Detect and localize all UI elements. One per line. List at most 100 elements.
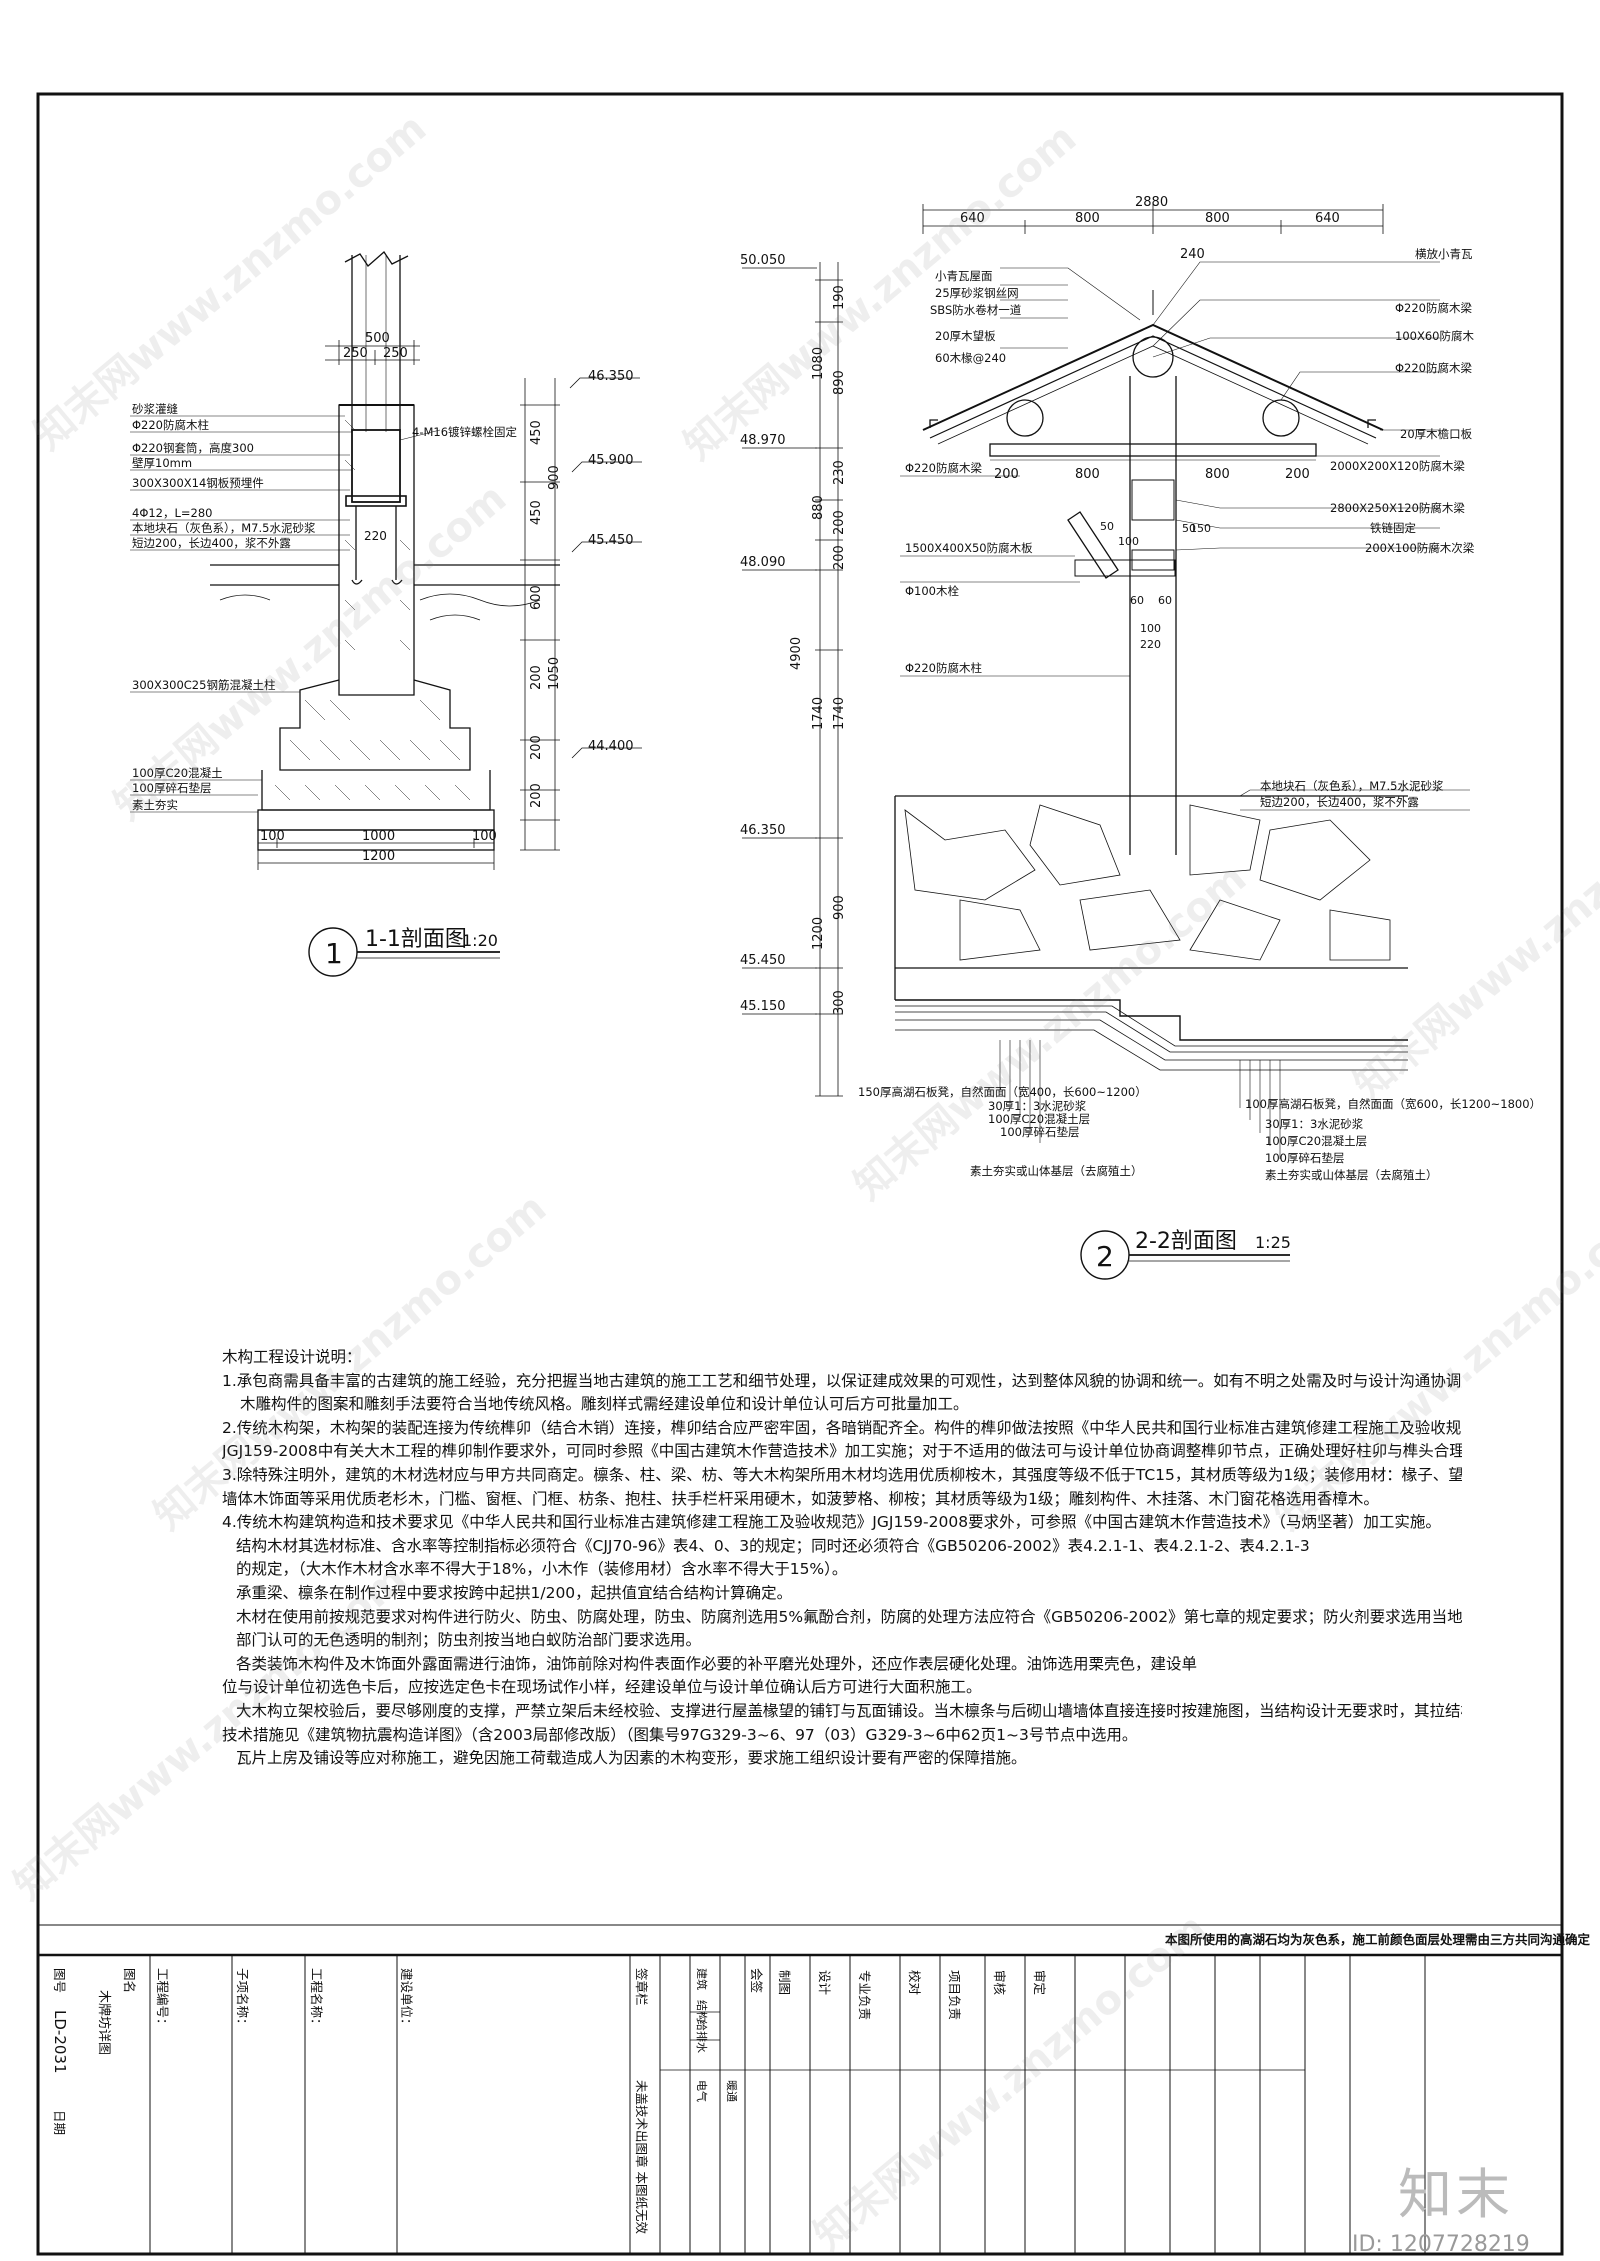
- s22-small-dim-0: 50: [1100, 520, 1114, 533]
- s22-ground-label-0: 本地块石（灰色系），M7.5水泥砂浆: [1260, 779, 1444, 793]
- s22-vdim-9: 1740: [832, 697, 847, 730]
- s22-bl-label-4: 素土夯实或山体基层（去腐殖土）: [970, 1164, 1143, 1178]
- s11-dim-bottom-3: 1200: [362, 849, 395, 864]
- notes-line-1: 木雕构件的图案和雕刻手法要符合当地传统风格。雕刻样式需经建设单位和设计单位认可后…: [240, 1395, 969, 1414]
- notes-line-8: 的规定，（大木作木材含水率不得大于18%，小木作（装修用材）含水率不得大于15%…: [236, 1560, 848, 1579]
- sheet-border: [36, 92, 1564, 2256]
- s22-left-label-8: Φ220防腐木柱: [905, 661, 983, 675]
- s11-bolt-label: 4-M16镀锌螺栓固定: [412, 425, 518, 439]
- s11-dim-bottom-0: 100: [260, 829, 285, 844]
- s11-label-5: 4Φ12，L=280: [132, 506, 213, 520]
- s22-bl-label-2: 100厚C20混凝土层: [988, 1112, 1090, 1126]
- s22-bl-label-0: 150厚高湖石板凳，自然面面（宽400，长600~1200）: [858, 1085, 1147, 1099]
- s11-title-number: 1: [325, 937, 343, 970]
- s11-dim-bottom-1: 1000: [362, 829, 395, 844]
- sign-row-3: 电气: [695, 2080, 709, 2102]
- s22-right-label-4: 20厚木檐口板: [1400, 427, 1473, 441]
- client-label: 建设单位：: [399, 1968, 414, 2031]
- s22-small-dim-4: 60: [1130, 594, 1144, 607]
- s22-vdim-5: 200: [832, 510, 847, 535]
- s11-vdim-1: 900: [547, 465, 562, 490]
- s22-elev-1: 48.970: [740, 433, 786, 448]
- notes-line-16: 瓦片上房及铺设等应对称施工，避免因施工荷载造成人为因素的木构变形，要求施工组织设…: [236, 1749, 1027, 1768]
- s11-vdim-5: 200: [529, 665, 544, 690]
- s11-label-6: 本地块石（灰色系），M7.5水泥砂浆: [132, 521, 316, 535]
- notes-line-3: JGJ159-2008中有关大木工程的榫卯制作要求外，可同时参照《中国古建筑木作…: [222, 1442, 1462, 1461]
- s22-small-dim-3: 150: [1190, 522, 1211, 535]
- sign-row-1: 结构: [695, 2000, 709, 2022]
- s22-ground-label-1: 短边200，长边400，浆不外露: [1260, 795, 1419, 809]
- s22-br-label-0: 100厚高湖石板凳，自然面面（宽600，长1200~1800）: [1245, 1097, 1541, 1111]
- s11-label-10: 100厚碎石垫层: [132, 781, 211, 795]
- s22-vdim-7: 4900: [789, 637, 804, 670]
- s11-label-1: Φ220防腐木柱: [132, 418, 210, 432]
- s11-vdim-0: 450: [529, 420, 544, 445]
- notes-line-6: 4.传统木构建筑构造和技术要求见《中华人民共和国行业标准古建筑修建工程施工及验收…: [222, 1513, 1441, 1532]
- sign-row-2: 给排水: [695, 2020, 709, 2053]
- s11-scale: 1:20: [462, 931, 498, 950]
- s11-dim-top-250a: 250: [343, 346, 368, 361]
- s11-elev-1: 45.900: [588, 453, 634, 468]
- s22-small-dim-5: 60: [1158, 594, 1172, 607]
- s22-dim-mid-0: 200: [994, 467, 1019, 482]
- brand-logo: 知末: [1398, 2163, 1514, 2226]
- drawing-name-label: 图名: [122, 1968, 137, 1993]
- role-3: 校对: [907, 1970, 922, 1995]
- project-no-label: 工程编号：: [155, 1968, 170, 2031]
- notes-line-11: 部门认可的无色透明的制剂；防虫剂按当地白蚁防治部门要求选用。: [236, 1631, 702, 1650]
- role-4: 项目负责: [947, 1970, 962, 2020]
- s22-dim-800b: 800: [1205, 211, 1230, 226]
- s22-vdim-11: 900: [832, 895, 847, 920]
- project-name-label: 工程名称：: [309, 1968, 324, 2031]
- s22-right-label-2: 100X60防腐木: [1395, 329, 1474, 343]
- s11-dim-top-500: 500: [365, 331, 390, 346]
- s11-label-3: 壁厚10mm: [132, 456, 192, 470]
- s22-small-dim-7: 220: [1140, 638, 1161, 651]
- s22-br-label-4: 素土夯实或山体基层（去腐殖土）: [1265, 1168, 1438, 1182]
- s22-dim-mid-1: 800: [1075, 467, 1100, 482]
- s22-small-dim-1: 100: [1118, 535, 1139, 548]
- s22-left-label-3: 20厚木望板: [935, 329, 996, 343]
- image-id: ID: 1207728219: [1352, 2232, 1530, 2257]
- s22-left-label-5: Φ220防腐木梁: [905, 461, 983, 475]
- notes-line-13: 位与设计单位初选色卡后，应按选定色卡在现场试作小样，经建设单位与设计单位确认后方…: [222, 1678, 982, 1697]
- notes-line-12: 各类装饰木构件及木饰面外露面需进行油饰，油饰前除对构件表面作必要的补平磨光处理外…: [236, 1654, 1198, 1673]
- notes-heading: 木构工程设计说明：: [222, 1348, 362, 1366]
- s22-dim-mid-2: 800: [1205, 467, 1230, 482]
- s22-br-label-1: 30厚1：3水泥砂浆: [1265, 1117, 1364, 1131]
- s22-small-dim-2: 50: [1182, 522, 1196, 535]
- s22-left-label-2: SBS防水卷材一道: [930, 303, 1022, 317]
- s22-right-label-6: 2800X250X120防腐木梁: [1330, 501, 1465, 515]
- notes-line-14: 大木构立架校验后，要尽够刚度的支撑，严禁立架后未经校验、支撑进行屋盖椽望的铺钉与…: [236, 1701, 1462, 1720]
- s11-dim-top-250b: 250: [383, 346, 408, 361]
- s22-left-label-4: 60木椽@240: [935, 351, 1006, 365]
- role-0: 制图: [777, 1970, 792, 1995]
- s11-vdim-3: 600: [529, 585, 544, 610]
- s22-right-label-1: Φ220防腐木梁: [1395, 301, 1473, 315]
- s22-dim-640a: 640: [960, 211, 985, 226]
- s22-elev-5: 45.150: [740, 999, 786, 1014]
- s22-dim-640b: 640: [1315, 211, 1340, 226]
- notes-line-2: 2.传统木构架，木构架的装配连接为传统榫卯（结合木销）连接，榫卯结合应严密牢固，…: [222, 1418, 1462, 1437]
- notes-line-4: 3.除特殊注明外，建筑的木材选材应与甲方共同商定。檩条、柱、梁、枋、等大木构架所…: [222, 1465, 1462, 1484]
- s11-dim-bottom-2: 100: [472, 829, 497, 844]
- s22-vdim-3: 880: [811, 495, 826, 520]
- s22-title-number: 2: [1096, 1240, 1114, 1273]
- notes-line-0: 1.承包商需具备丰富的古建筑的施工经验，充分把握当地古建筑的施工工艺和细节处理，…: [222, 1371, 1462, 1390]
- s11-elev-2: 45.450: [588, 533, 634, 548]
- notes-line-15: 技术措施见《建筑物抗震构造详图》（含2003局部修改版）（图集号97G329-3…: [222, 1725, 1138, 1744]
- s22-dim-2880: 2880: [1135, 195, 1168, 210]
- s22-right-label-5: 2000X200X120防腐木梁: [1330, 459, 1465, 473]
- s22-br-label-2: 100厚C20混凝土层: [1265, 1134, 1367, 1148]
- s22-right-label-3: Φ220防腐木梁: [1395, 361, 1473, 375]
- s22-right-label-8: 200X100防腐木次梁: [1365, 541, 1475, 555]
- date-label: 日期: [52, 2110, 67, 2135]
- countersign-label: 会签: [749, 1968, 764, 1994]
- s22-elev-4: 45.450: [740, 953, 786, 968]
- s22-vdim-4: 230: [832, 460, 847, 485]
- s11-label-7: 短边200，长边400，浆不外露: [132, 536, 291, 550]
- s22-right-label-7: 铁链固定: [1370, 521, 1416, 535]
- sign-row-4: 暖通: [725, 2080, 738, 2102]
- s22-vdim-12: 300: [832, 990, 847, 1015]
